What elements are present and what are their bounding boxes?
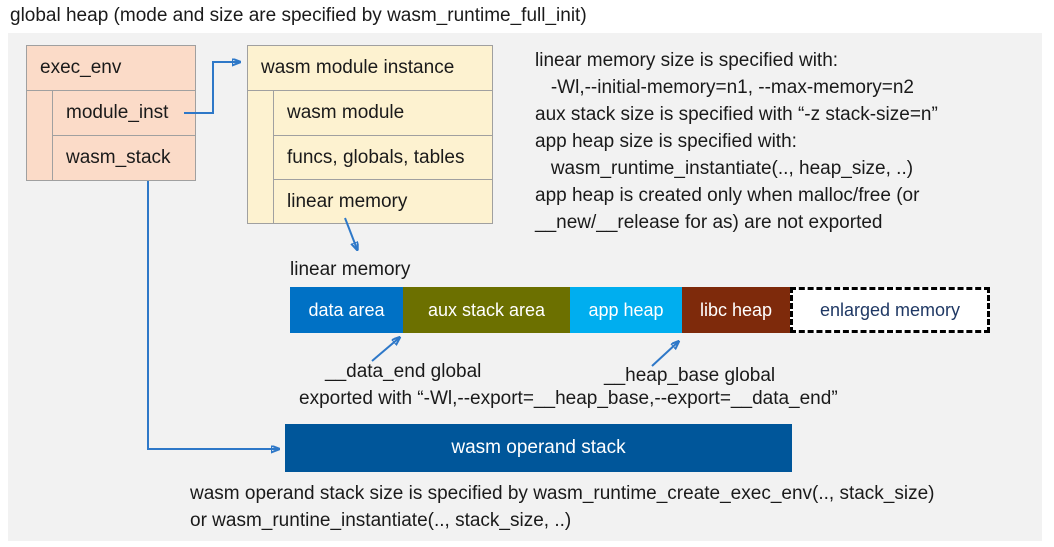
note-line: wasm_runtime_instantiate(.., heap_size, … <box>535 158 914 179</box>
heap-base-global-label: __heap_base global <box>604 365 776 386</box>
note-line: app heap size is specified with: <box>535 131 797 152</box>
linear-memory-label: linear memory <box>290 259 411 280</box>
segment-enlarged-memory: enlarged memory <box>790 287 990 333</box>
segment-aux-stack-area: aux stack area <box>403 287 570 333</box>
module-instance-header: wasm module instance <box>247 45 493 91</box>
module-instance-row-linear-memory: linear memory <box>273 179 493 224</box>
module-instance-row-wasm-module: wasm module <box>273 90 493 136</box>
module-instance-row-funcs-globals-tables: funcs, globals, tables <box>273 135 493 180</box>
exec-env-row-wasm-stack: wasm_stack <box>52 135 196 181</box>
segment-app-heap: app heap <box>570 287 682 333</box>
note-line: app heap is created only when malloc/fre… <box>535 185 920 206</box>
data-end-global-label: __data_end global <box>325 361 482 382</box>
wasm-operand-stack-bar: wasm operand stack <box>285 424 792 472</box>
exec-env-header: exec_env <box>26 45 196 91</box>
segment-libc-heap: libc heap <box>682 287 790 333</box>
note-line: aux stack size is specified with “-z sta… <box>535 104 938 125</box>
note-line: __new/__release for as) are not exported <box>535 212 883 233</box>
segment-data-area: data area <box>290 287 403 333</box>
exec-env-row-module-inst: module_inst <box>52 90 196 136</box>
note-line: or wasm_runtine_instantiate(.., stack_si… <box>190 510 572 531</box>
page-title: global heap (mode and size are specified… <box>10 5 587 26</box>
note-line: wasm operand stack size is specified by … <box>190 483 935 504</box>
export-flags-label: exported with “-Wl,--export=__heap_base,… <box>299 388 838 409</box>
operand-stack-notes: wasm operand stack size is specified by … <box>190 480 935 534</box>
notes-right: linear memory size is specified with: -W… <box>535 47 938 236</box>
note-line: -Wl,--initial-memory=n1, --max-memory=n2 <box>535 77 914 98</box>
note-line: linear memory size is specified with: <box>535 50 839 71</box>
